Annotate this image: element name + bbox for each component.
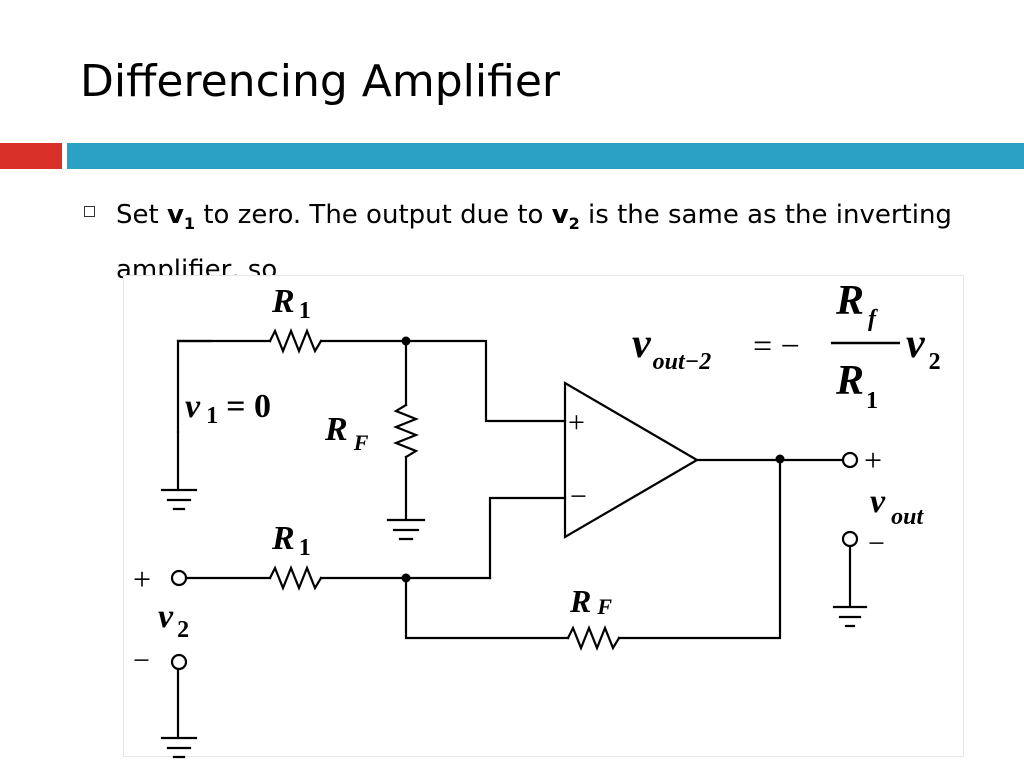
vout-minus-label: − <box>868 527 885 560</box>
v2-plus-label: + <box>133 561 151 597</box>
v2-plus-terminal <box>170 569 188 587</box>
square-bullet-icon <box>84 206 95 217</box>
junction-dot <box>401 336 411 346</box>
ground-icon <box>386 518 426 541</box>
opamp-triangle <box>563 381 700 539</box>
equation-denominator: R1 <box>835 358 878 414</box>
wire-feedback-right <box>617 457 782 640</box>
vout-plus-terminal <box>841 451 859 469</box>
opamp-plus-label: + <box>568 406 585 439</box>
blue-accent-bar <box>67 143 1024 169</box>
bullet-text: Set v1 to zero. The output due to v2 is … <box>116 200 952 286</box>
diagram-frame <box>123 275 964 757</box>
resistor-r1-top <box>268 328 323 354</box>
vout-minus-terminal <box>841 530 859 548</box>
resistor-r1-bottom <box>268 565 323 591</box>
v2-minus-label: − <box>133 644 150 677</box>
junction-dot <box>401 573 411 583</box>
ground-icon <box>832 605 868 628</box>
equation-equals: = − <box>753 328 800 365</box>
opamp-minus-label: − <box>570 480 587 513</box>
ground-icon <box>160 736 198 759</box>
vout-plus-label: + <box>864 442 882 478</box>
wire-feedback-left <box>404 576 570 640</box>
junction-dot <box>775 454 785 464</box>
wire-top-to-plus <box>319 339 567 423</box>
resistor-rf-shunt <box>393 403 419 459</box>
red-accent-bar <box>0 143 62 169</box>
slide-title: Differencing Amplifier <box>80 56 561 107</box>
resistor-rf-feedback <box>566 625 621 651</box>
ground-icon <box>160 488 198 511</box>
v2-minus-terminal <box>170 653 188 671</box>
equation-lhs: vout−2 <box>632 321 711 375</box>
wire-minus-input <box>488 496 567 580</box>
